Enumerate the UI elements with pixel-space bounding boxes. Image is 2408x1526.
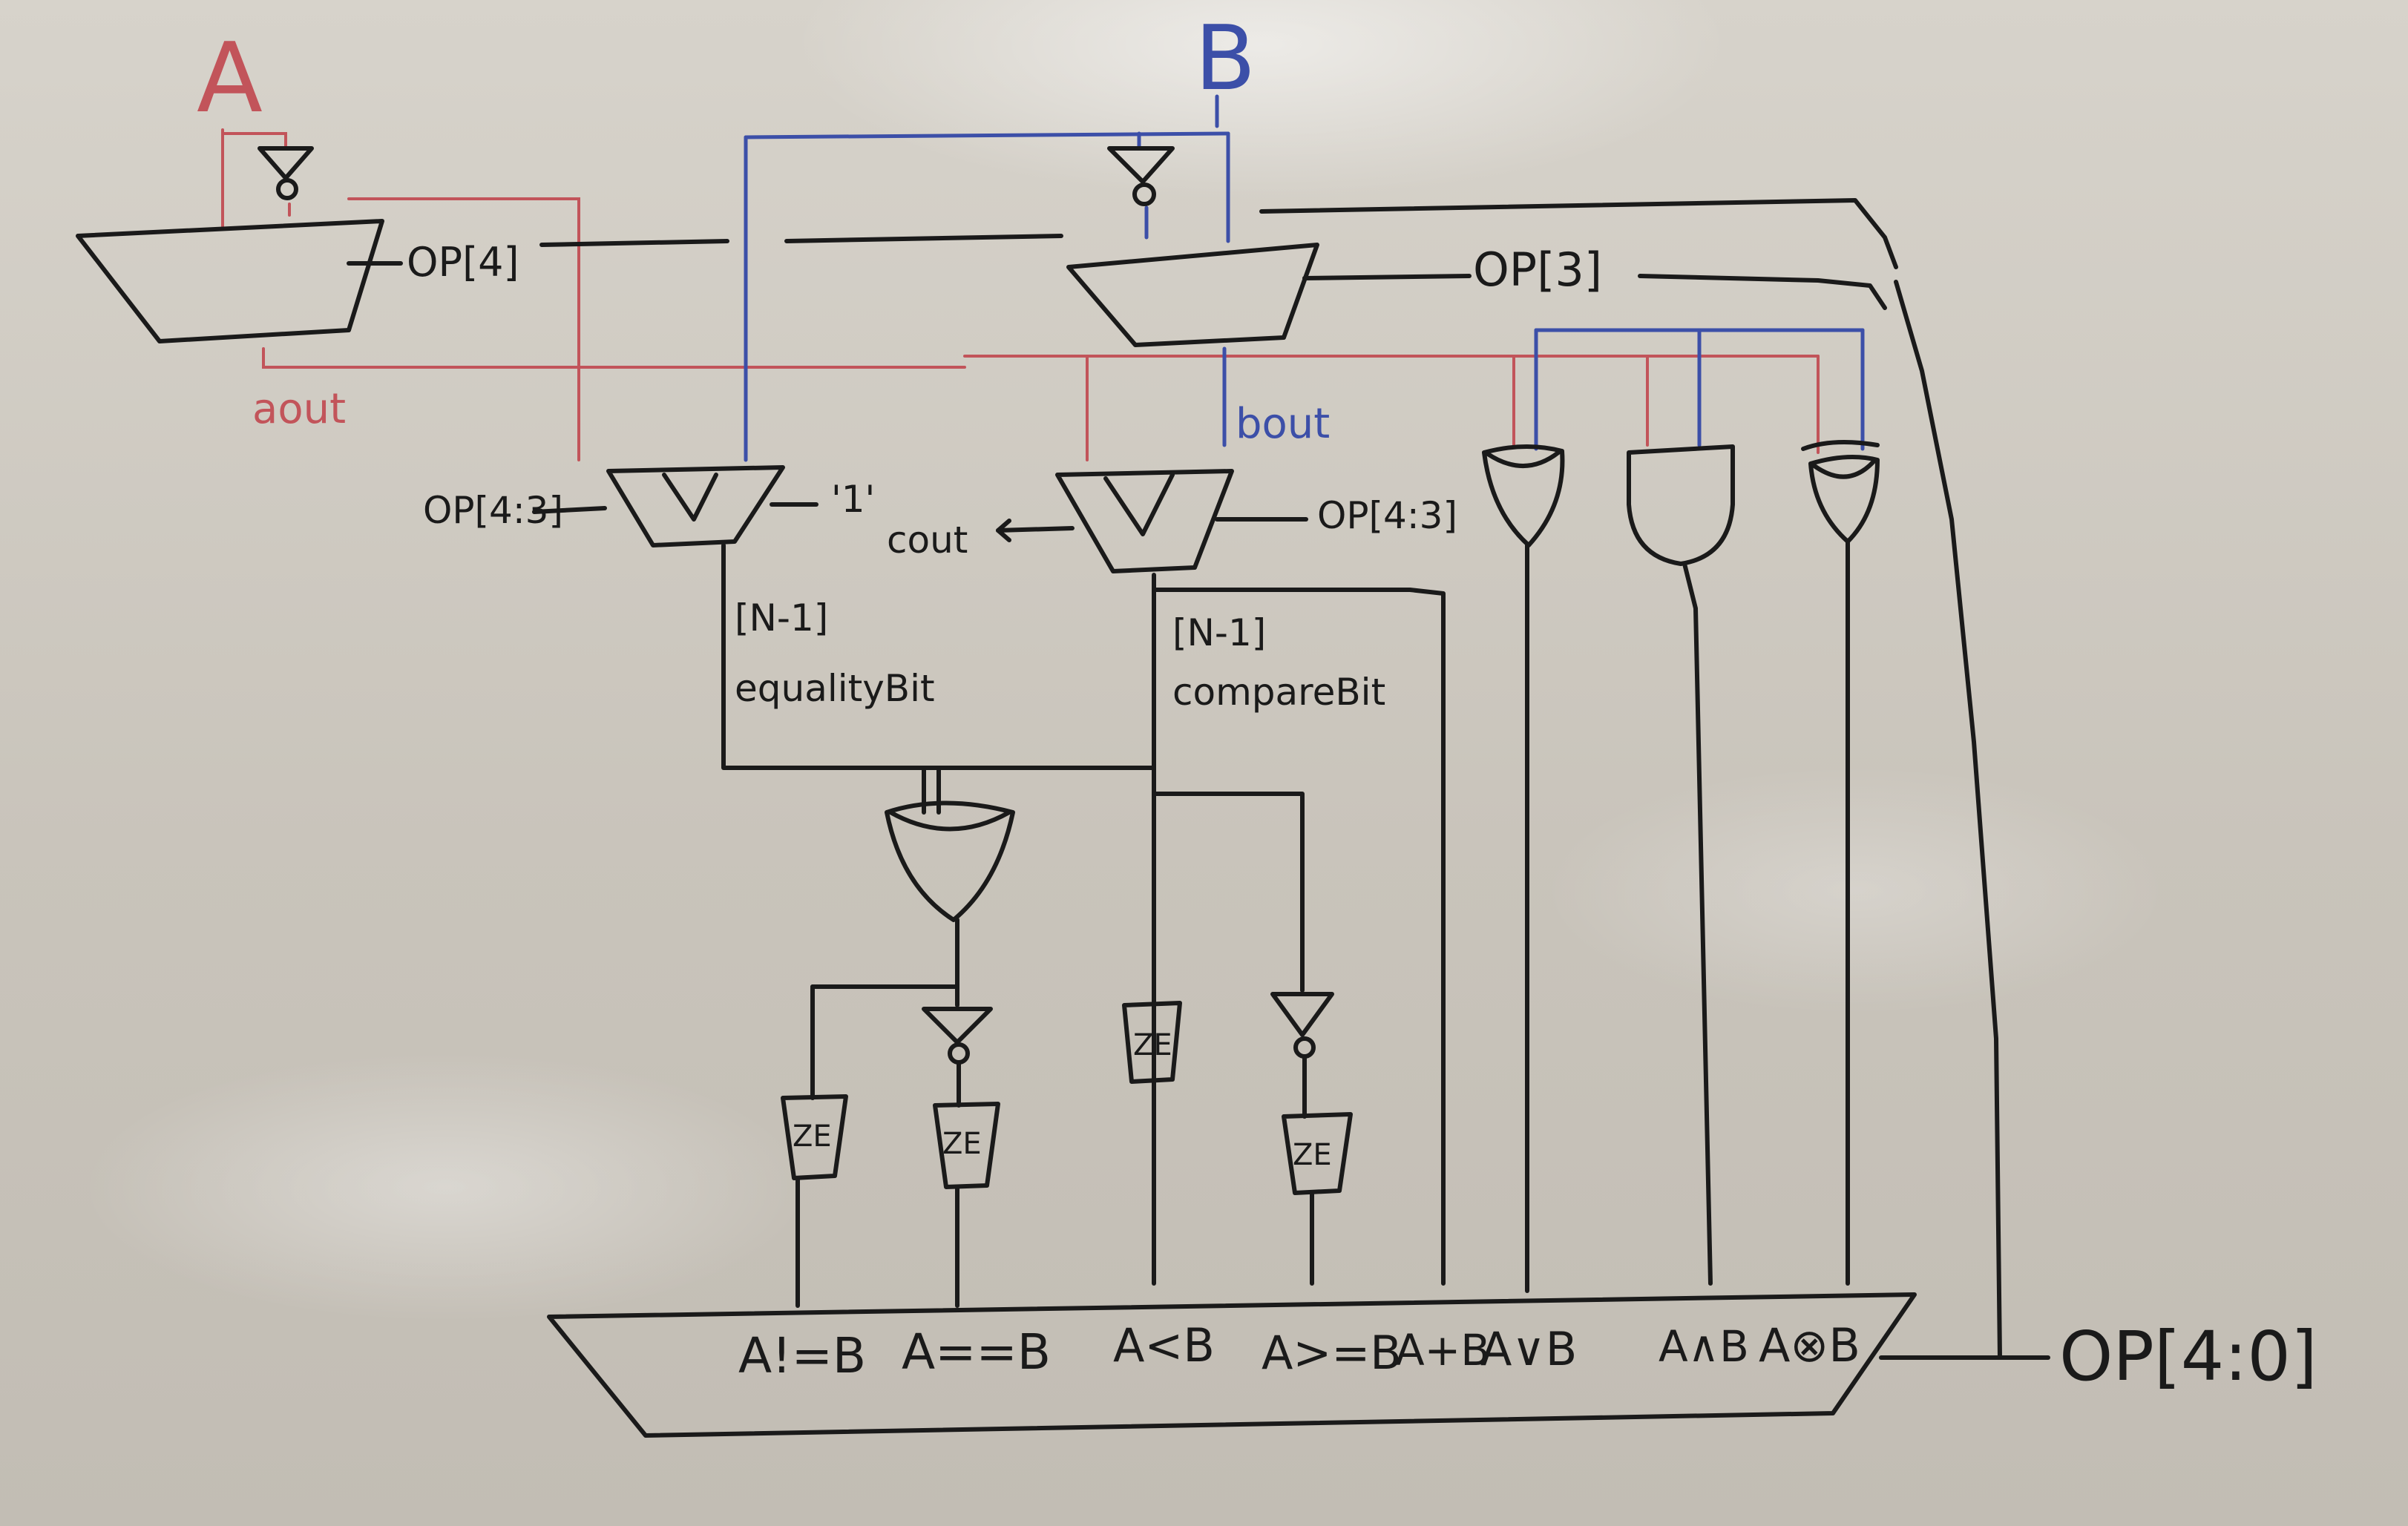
- eq-branch: ZE: [922, 984, 1000, 1308]
- mux-input-6: A∧B: [1659, 1321, 1749, 1372]
- ze-ge-label: ZE: [1293, 1138, 1332, 1172]
- ze-lt-label: ZE: [1133, 1028, 1172, 1062]
- bout-label: bout: [1236, 400, 1330, 448]
- compare-adder: cout OP[4:3] [N-1] compareBit: [887, 469, 1457, 1286]
- a-mux: OP[4]: [76, 219, 729, 343]
- b-inverter: [1107, 146, 1175, 206]
- neq-branch: ZE: [781, 984, 848, 1308]
- op4-label: OP[4]: [407, 239, 519, 286]
- xor-gate-logic: [1801, 440, 1880, 1286]
- mux-input-5: A∨B: [1480, 1322, 1577, 1376]
- ze-eq-label: ZE: [942, 1127, 982, 1161]
- and-gate-logic: [1627, 444, 1735, 1286]
- cout-label: cout: [887, 519, 968, 562]
- op40-label: OP[4:0]: [2059, 1317, 2317, 1396]
- mux-input-0: A!=B: [738, 1327, 866, 1384]
- mux-input-3: A>=B: [1262, 1326, 1402, 1380]
- input-a-label: A: [197, 22, 263, 134]
- lt-branch: ZE: [1122, 1001, 1182, 1084]
- mux-input-2: A<B: [1113, 1318, 1215, 1372]
- mux-input-1: A==B: [902, 1323, 1051, 1381]
- b-input-path: B: [744, 7, 1865, 462]
- one-constant-label: '1': [831, 478, 875, 521]
- or-gate-eq-cmp: [810, 766, 1015, 989]
- ze-neq-label: ZE: [793, 1119, 832, 1154]
- aout-label: aout: [252, 385, 346, 433]
- op43-right-label: OP[4:3]: [1317, 494, 1457, 537]
- a-inverter: [257, 146, 314, 200]
- mux-input-4: A+B: [1395, 1325, 1490, 1375]
- mux-input-7: A⊗B: [1759, 1318, 1860, 1372]
- op3-label: OP[3]: [1473, 243, 1602, 297]
- b-mux: OP[3]: [784, 198, 1898, 347]
- a-input-path: A: [197, 22, 1820, 461]
- equality-index-label: [N-1]: [735, 596, 828, 639]
- input-b-label: B: [1195, 7, 1256, 111]
- or-gate-logic: [1482, 444, 1565, 1293]
- ge-branch: ZE: [1270, 992, 1353, 1286]
- equality-bit-label: equalityBit: [735, 667, 935, 710]
- output-mux: A!=B A==B A<B A>=B A+B A∨B A∧B A⊗B: [547, 1292, 1917, 1438]
- op43-left-label: OP[4:3]: [423, 489, 563, 532]
- op40-control: OP[4:0]: [1879, 280, 2317, 1396]
- equality-adder: OP[4:3] '1' [N-1] equalityBit: [423, 465, 1156, 770]
- compare-bit-label: compareBit: [1172, 671, 1385, 714]
- compare-index-label: [N-1]: [1172, 611, 1266, 654]
